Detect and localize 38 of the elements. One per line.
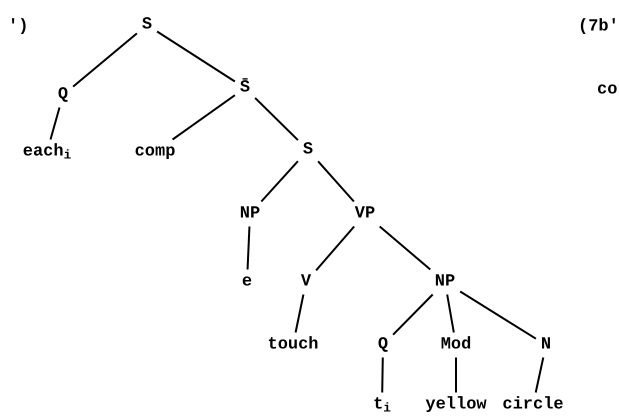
tree-branch [381, 357, 384, 393]
tree-branch [315, 226, 355, 272]
tree-node-label: t$_{i}$ [372, 396, 392, 414]
tree-branch [534, 357, 544, 393]
tree-branch [260, 160, 299, 202]
tree-branch [379, 226, 431, 270]
tree-node-label: V [300, 274, 312, 290]
tree-node-label: circle [501, 396, 565, 414]
tree-node-label: yellow [424, 396, 488, 414]
tree-branch [460, 290, 536, 340]
tree-branch [392, 294, 434, 336]
tree-node-label: Q [376, 336, 390, 354]
tree-node-label: e [240, 274, 254, 290]
tree-node-label: Q [56, 86, 70, 104]
tree-branch [172, 94, 236, 140]
tree-branch [317, 160, 355, 202]
tree-branch [455, 358, 457, 392]
tree-node-label: S̄ [238, 80, 252, 96]
tree-branch [156, 30, 236, 82]
tree-node-label: VP [354, 206, 376, 222]
tree-node-label: NP [434, 274, 456, 290]
tree-node-label: N [540, 336, 552, 354]
tree-branch [446, 294, 455, 333]
tree-node-label: each$_{i}$ [22, 144, 72, 160]
tree-node-label: NP [238, 206, 262, 222]
tree-branch [294, 294, 304, 333]
tree-branch [72, 32, 138, 88]
tree-node-label: S [140, 16, 154, 34]
example-number: (7b' [578, 18, 619, 36]
tree-branch [246, 226, 250, 270]
tree-node-label: comp [134, 144, 176, 160]
tree-node-label: S [302, 142, 314, 158]
tree-node-label: touch [266, 336, 320, 354]
tree-branch [50, 107, 60, 140]
tree-branch [254, 97, 299, 141]
example-number: co [597, 82, 618, 98]
example-number: ') [8, 18, 28, 36]
tree-node-label: Mod [440, 336, 472, 354]
